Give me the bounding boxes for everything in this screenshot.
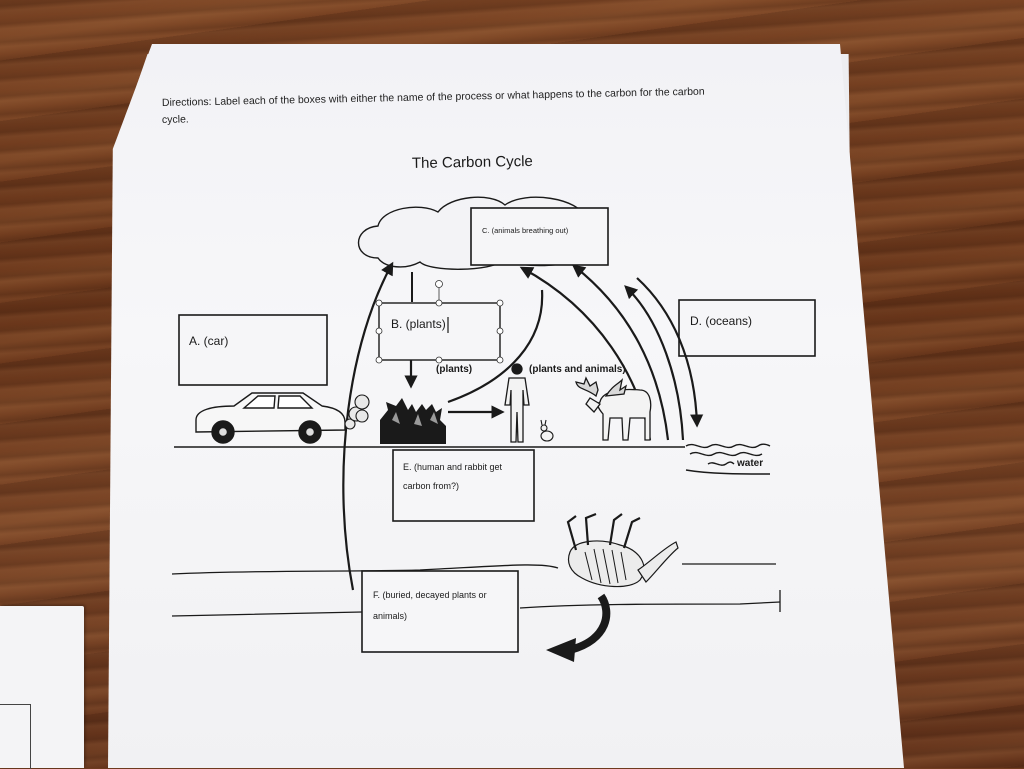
box-f-label-line1: F. (buried, decayed plants or <box>373 590 487 600</box>
diagram-title: The Carbon Cycle <box>412 153 533 172</box>
box-c-label: C. (animals breathing out) <box>482 226 569 235</box>
label-plants-and-animals: (plants and animals) <box>529 364 626 375</box>
water-waves-icon <box>685 443 771 475</box>
dead-animal-icon <box>566 512 679 588</box>
box-b-label: B. (plants) <box>391 317 446 331</box>
rotate-handle <box>435 280 443 288</box>
label-plants: (plants) <box>436 364 472 375</box>
plants-icon <box>380 398 446 444</box>
car-icon <box>195 392 346 444</box>
box-a <box>178 314 328 386</box>
directions-line2: cycle. <box>162 113 189 126</box>
selection-handles <box>375 299 504 364</box>
box-e-label-line1: E. (human and rabbit get <box>403 462 503 472</box>
curved-arrow-icon <box>546 593 611 662</box>
box-e-label-line2: carbon from?) <box>403 481 459 491</box>
side-paper <box>0 606 84 769</box>
box-c <box>470 207 609 266</box>
box-e <box>392 449 535 522</box>
directions-line1: Directions: Label each of the boxes with… <box>162 86 705 109</box>
label-water: water <box>736 458 763 469</box>
human-icon <box>504 363 530 443</box>
rabbit-icon <box>540 419 554 442</box>
exhaust-smoke-icon <box>344 394 370 430</box>
moose-icon <box>575 376 652 441</box>
box-d <box>678 299 816 357</box>
box-d-label: D. (oceans) <box>690 314 752 328</box>
box-f-label-line2: animals) <box>373 611 407 621</box>
box-f <box>361 570 519 653</box>
box-b <box>378 302 501 361</box>
box-a-label: A. (car) <box>189 334 228 348</box>
